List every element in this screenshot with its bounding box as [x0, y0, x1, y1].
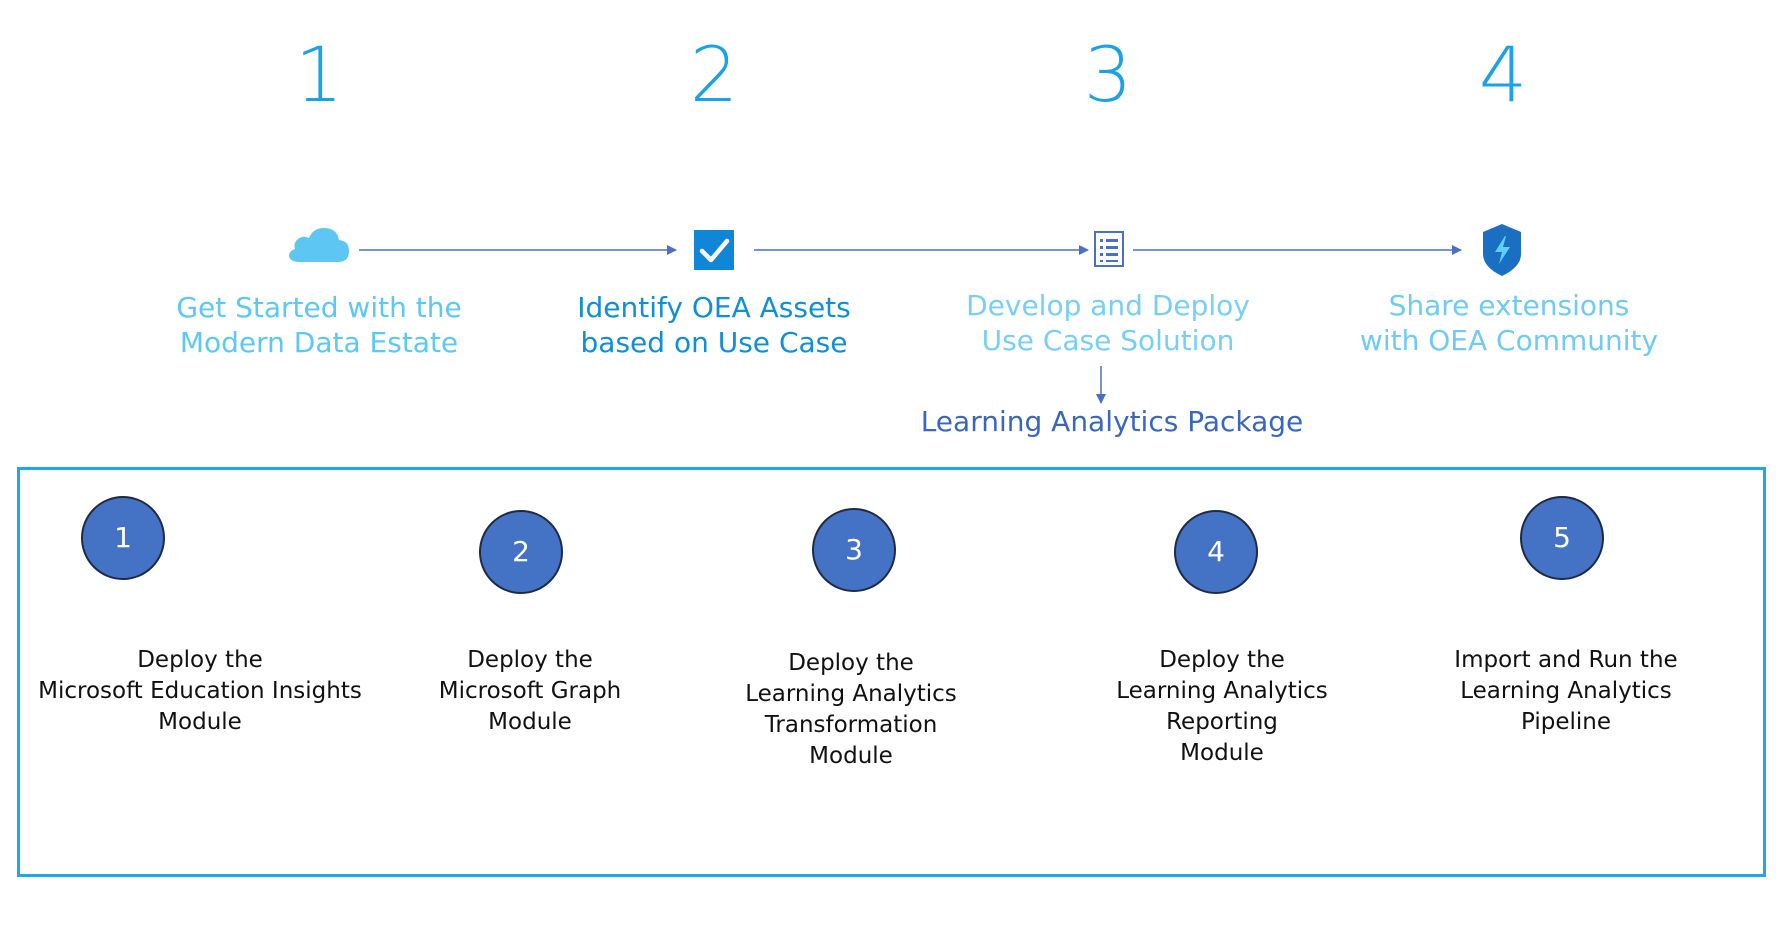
step-number-3: 3	[1083, 30, 1133, 119]
module-text-microsoft-graph: Deploy the Microsoft Graph Module	[438, 647, 622, 735]
cloud-icon	[289, 228, 349, 262]
step-label-identify-assets: Identify OEA Assets based on Use Case	[577, 291, 851, 359]
checkbox-icon	[694, 230, 734, 270]
step-label-share-extensions: Share extensions with OEA Community	[1359, 289, 1659, 357]
document-list-icon	[1094, 231, 1124, 267]
step-number-1: 1	[294, 30, 344, 119]
learning-analytics-package-label: Learning Analytics Package	[920, 405, 1304, 438]
modules-container	[17, 467, 1766, 877]
module-number-1: 1	[81, 496, 165, 580]
module-number-3: 3	[812, 508, 896, 592]
module-number-4: 4	[1174, 510, 1258, 594]
shield-lightning-icon	[1483, 224, 1521, 276]
module-number-5: 5	[1520, 496, 1604, 580]
module-number-2: 2	[479, 510, 563, 594]
module-text-pipeline: Import and Run the Learning Analytics Pi…	[1454, 647, 1678, 735]
step-label-get-started: Get Started with the Modern Data Estate	[176, 291, 462, 359]
step-label-develop-deploy: Develop and Deploy Use Case Solution	[966, 289, 1250, 357]
module-text-reporting: Deploy the Learning Analytics Reporting …	[1116, 647, 1328, 766]
module-text-transformation: Deploy the Learning Analytics Transforma…	[745, 650, 957, 769]
step-number-4: 4	[1478, 30, 1528, 119]
module-text-education-insights: Deploy the Microsoft Education Insights …	[38, 647, 362, 735]
step-number-2: 2	[689, 30, 739, 119]
